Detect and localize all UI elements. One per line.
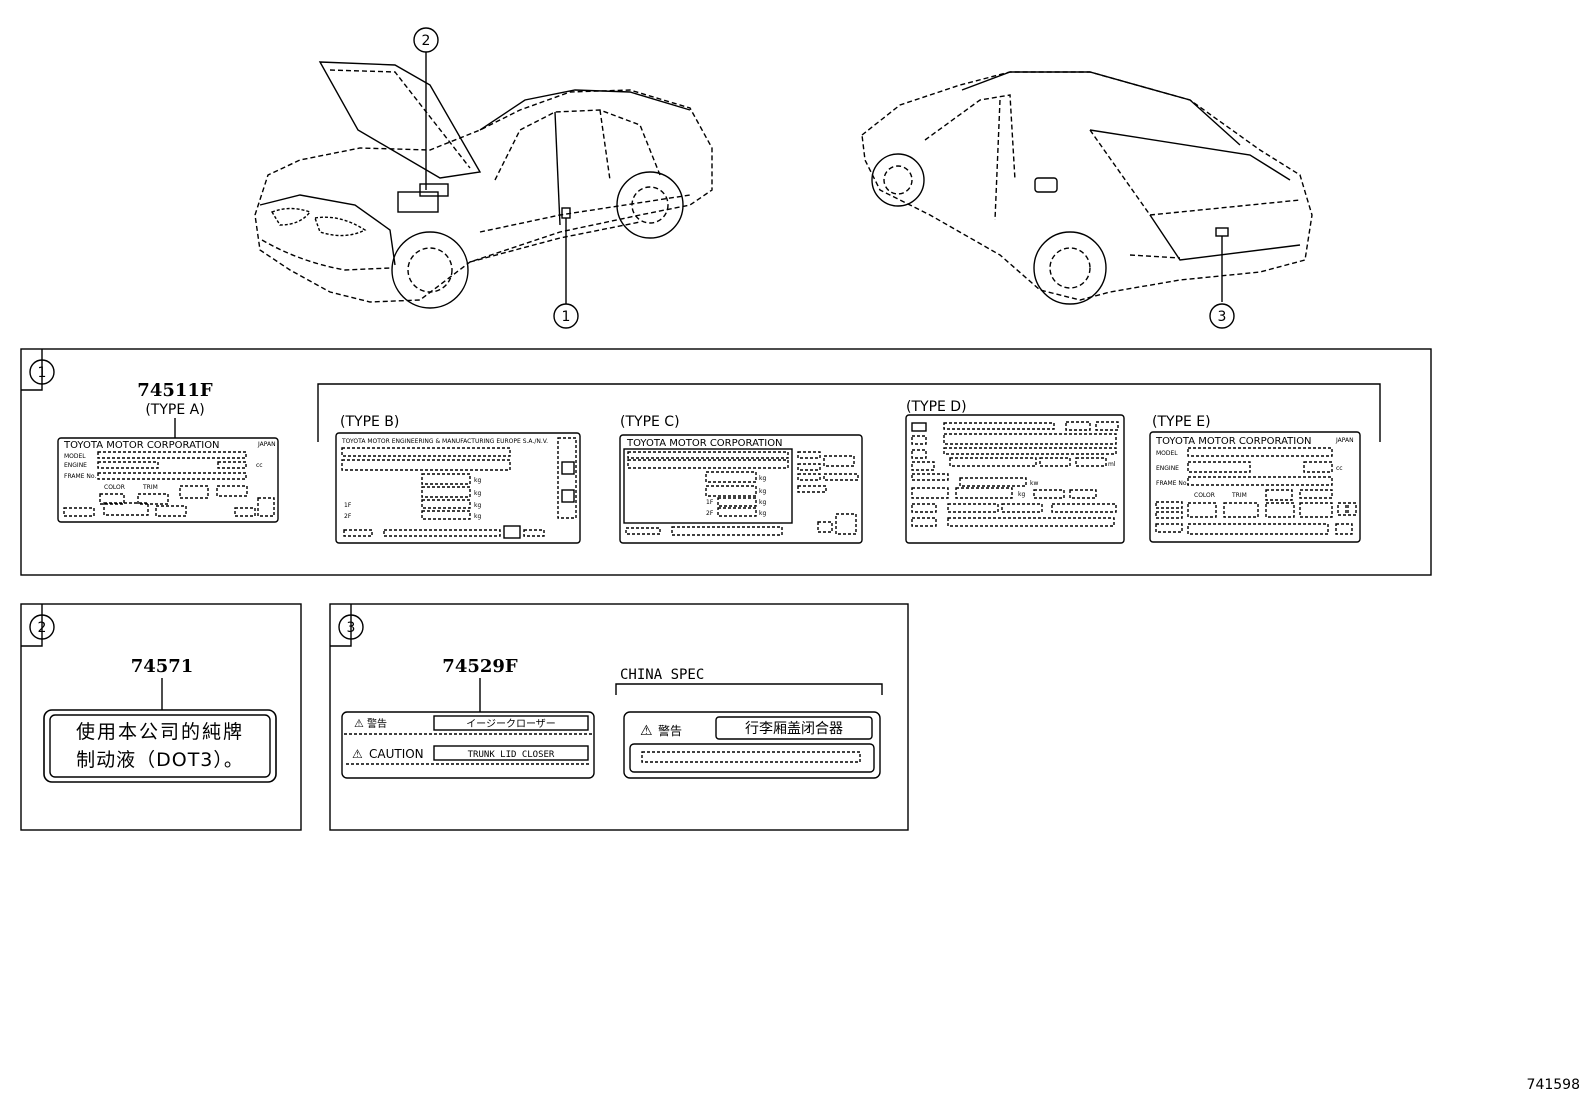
section-2-panel: 2 74571 使用本公司的純牌 制动液（DOT3）。 [20,603,302,831]
brake-fluid-line-1: 使用本公司的純牌 [76,721,244,743]
section-2-number: 2 [38,620,47,636]
type-e-cc-label: cc [1336,465,1343,472]
china-spec-caption: CHINA SPEC [620,667,704,683]
callout-3-number: 3 [1218,309,1227,325]
type-a-caption: (TYPE A) [145,402,204,418]
callout-1-marker [553,303,579,329]
trunk-lid-closer-text: TRUNK LID CLOSER [468,750,555,760]
type-d-kw: kw [1030,480,1038,487]
warning-cn-triangle-icon: ⚠ [640,723,653,739]
part-number-74571: 74571 [131,656,194,677]
rear-car-illustration: 3 [861,71,1313,329]
warning-cn-text: 警告 [658,723,682,738]
callout-1-number: 1 [562,309,571,325]
type-b-kg-3: kg [474,502,481,509]
caution-triangle-icon: ⚠ [352,747,363,761]
type-c-axle-1f: 1F [706,499,714,506]
type-e-header: TOYOTA MOTOR CORPORATION [1155,436,1312,447]
type-a-header: TOYOTA MOTOR CORPORATION [63,440,220,451]
type-e-origin: JAPAN [1335,437,1354,444]
type-b-axle-2f: 2F [344,513,352,520]
type-a-cc-label: cc [256,462,263,469]
type-b-kg-4: kg [474,513,481,520]
warning-jp-text: 警告 [367,717,387,730]
label-type-e: (TYPE E) TOYOTA MOTOR CORPORATION JAPAN … [1149,414,1361,543]
trunk-closer-cn-text: 行李厢盖闭合器 [745,721,843,737]
type-e-caption: (TYPE E) [1152,414,1211,430]
part-number-74511f: 74511F [137,380,213,401]
label-type-a: 74511F (TYPE A) TOYOTA MOTOR CORPORATION… [57,380,279,523]
callout-2-number: 2 [422,33,431,49]
section-1-number: 1 [38,365,47,381]
type-d-ml: ml [1108,461,1116,468]
type-c-axle-2f: 2F [706,510,714,517]
type-e-engine-label: ENGINE [1156,465,1179,472]
type-c-kg-2: kg [759,488,766,495]
caution-text: CAUTION [369,747,424,761]
type-c-kg-3: kg [759,499,766,506]
type-e-trim-label: TRIM [1231,492,1247,499]
type-a-trim-label: TRIM [142,484,158,491]
type-a-frame-label: FRAME No. [64,473,96,480]
type-b-kg-2: kg [474,490,481,497]
type-a-color-label: COLOR [104,484,125,491]
type-c-caption: (TYPE C) [620,414,680,430]
type-c-kg-4: kg [759,510,766,517]
type-e-frame-label: FRAME No. [1156,480,1188,487]
easy-closer-jp-text: イージークローザー [466,718,556,730]
brake-fluid-line-2: 制动液（DOT3）。 [76,749,244,771]
label-type-c: (TYPE C) TOYOTA MOTOR CORPORATION kg kg … [619,414,863,544]
trunk-closer-label-jp-en: ⚠ 警告 イージークローザー ⚠ CAUTION TRUNK LID CLOSE… [341,711,595,779]
type-b-axle-1f: 1F [344,502,352,509]
type-a-origin: JAPAN [257,441,276,448]
figure-id: 741598 [1526,1077,1580,1093]
type-a-model-label: MODEL [64,453,86,460]
type-c-kg-1: kg [759,475,766,482]
callout-2-marker [413,27,439,53]
type-c-header: TOYOTA MOTOR CORPORATION [626,438,783,449]
type-d-caption: (TYPE D) [906,399,967,415]
warning-triangle-icon: ⚠ [354,717,364,730]
type-a-engine-label: ENGINE [64,462,87,469]
type-b-header: TOYOTA MOTOR ENGINEERING & MANUFACTURING… [341,438,548,445]
section-3-number: 3 [347,620,356,636]
trunk-closer-label-cn: ⚠ 警告 行李厢盖闭合器 [623,711,881,779]
label-type-d: (TYPE D) ml kw kg [905,399,1125,544]
section-3-panel: 3 74529F ⚠ 警告 イージークローザー ⚠ CAUTION TRUNK … [329,603,909,831]
label-type-b: (TYPE B) TOYOTA MOTOR ENGINEERING & MANU… [335,414,581,544]
type-e-color-label: COLOR [1194,492,1215,499]
type-b-kg-1: kg [474,477,481,484]
callout-3-marker [1209,303,1235,329]
type-b-caption: (TYPE B) [340,414,399,430]
section-1-panel: 1 74511F (TYPE A) TOYOTA MOTOR CORPORATI… [20,348,1432,576]
type-e-model-label: MODEL [1156,450,1178,457]
type-d-kg: kg [1018,491,1025,498]
part-number-74529f: 74529F [442,656,518,677]
front-car-illustration: 1 2 [254,27,713,329]
